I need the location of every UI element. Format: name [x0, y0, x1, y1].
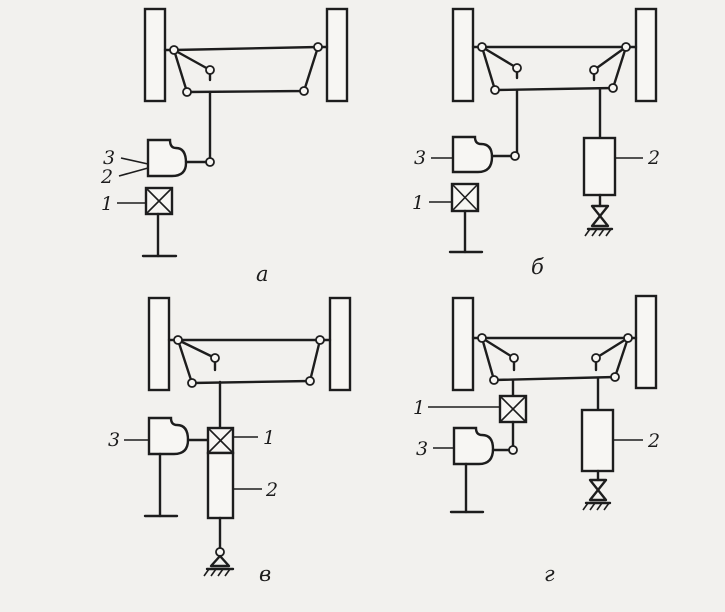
control-valve — [450, 182, 480, 213]
right-wheel — [634, 7, 658, 103]
leaders — [117, 157, 149, 204]
right-wheel — [634, 294, 658, 390]
left-wheel — [451, 296, 475, 392]
label-2: 2 — [647, 147, 660, 169]
steering-gear — [452, 426, 518, 466]
label-3: 3 — [108, 429, 120, 451]
power-cylinder — [580, 408, 615, 511]
left-wheel — [451, 7, 475, 103]
control-valve — [144, 186, 174, 216]
panel-a: 3 2 1 а — [100, 7, 349, 286]
left-wheel — [143, 7, 167, 103]
label-3: 3 — [416, 438, 428, 460]
power-cylinder — [203, 451, 235, 577]
label-2: 2 — [265, 479, 278, 501]
left-wheel — [147, 296, 171, 392]
label-1: 1 — [263, 427, 275, 449]
leaders — [428, 406, 643, 449]
panel-b: 3 1 2 б — [412, 7, 660, 279]
steering-linkage — [471, 333, 638, 412]
caption-g: г — [544, 562, 555, 586]
control-valve — [206, 426, 235, 455]
steering-linkage — [163, 42, 329, 164]
steering-linkage — [167, 335, 332, 430]
right-wheel — [328, 296, 352, 392]
right-wheel — [325, 7, 349, 103]
leaders — [124, 436, 262, 490]
panel-v: 3 1 2 в — [108, 296, 352, 586]
label-3: 3 — [103, 147, 115, 169]
label-1: 1 — [413, 397, 425, 419]
control-valve — [498, 394, 528, 424]
steering-gear — [451, 135, 520, 174]
label-2: 2 — [100, 166, 113, 188]
caption-v: в — [259, 562, 271, 586]
label-1: 1 — [412, 192, 424, 214]
caption-b: б — [531, 255, 544, 279]
label-1: 1 — [101, 193, 113, 215]
label-2: 2 — [647, 430, 660, 452]
steering-linkage — [471, 42, 638, 158]
label-3: 3 — [414, 147, 426, 169]
leaders — [429, 157, 643, 203]
caption-a: а — [256, 262, 269, 286]
steering-gear — [147, 416, 210, 456]
steering-gear — [146, 138, 215, 178]
power-cylinder — [582, 136, 617, 237]
panel-g: 1 3 2 г — [413, 294, 660, 586]
